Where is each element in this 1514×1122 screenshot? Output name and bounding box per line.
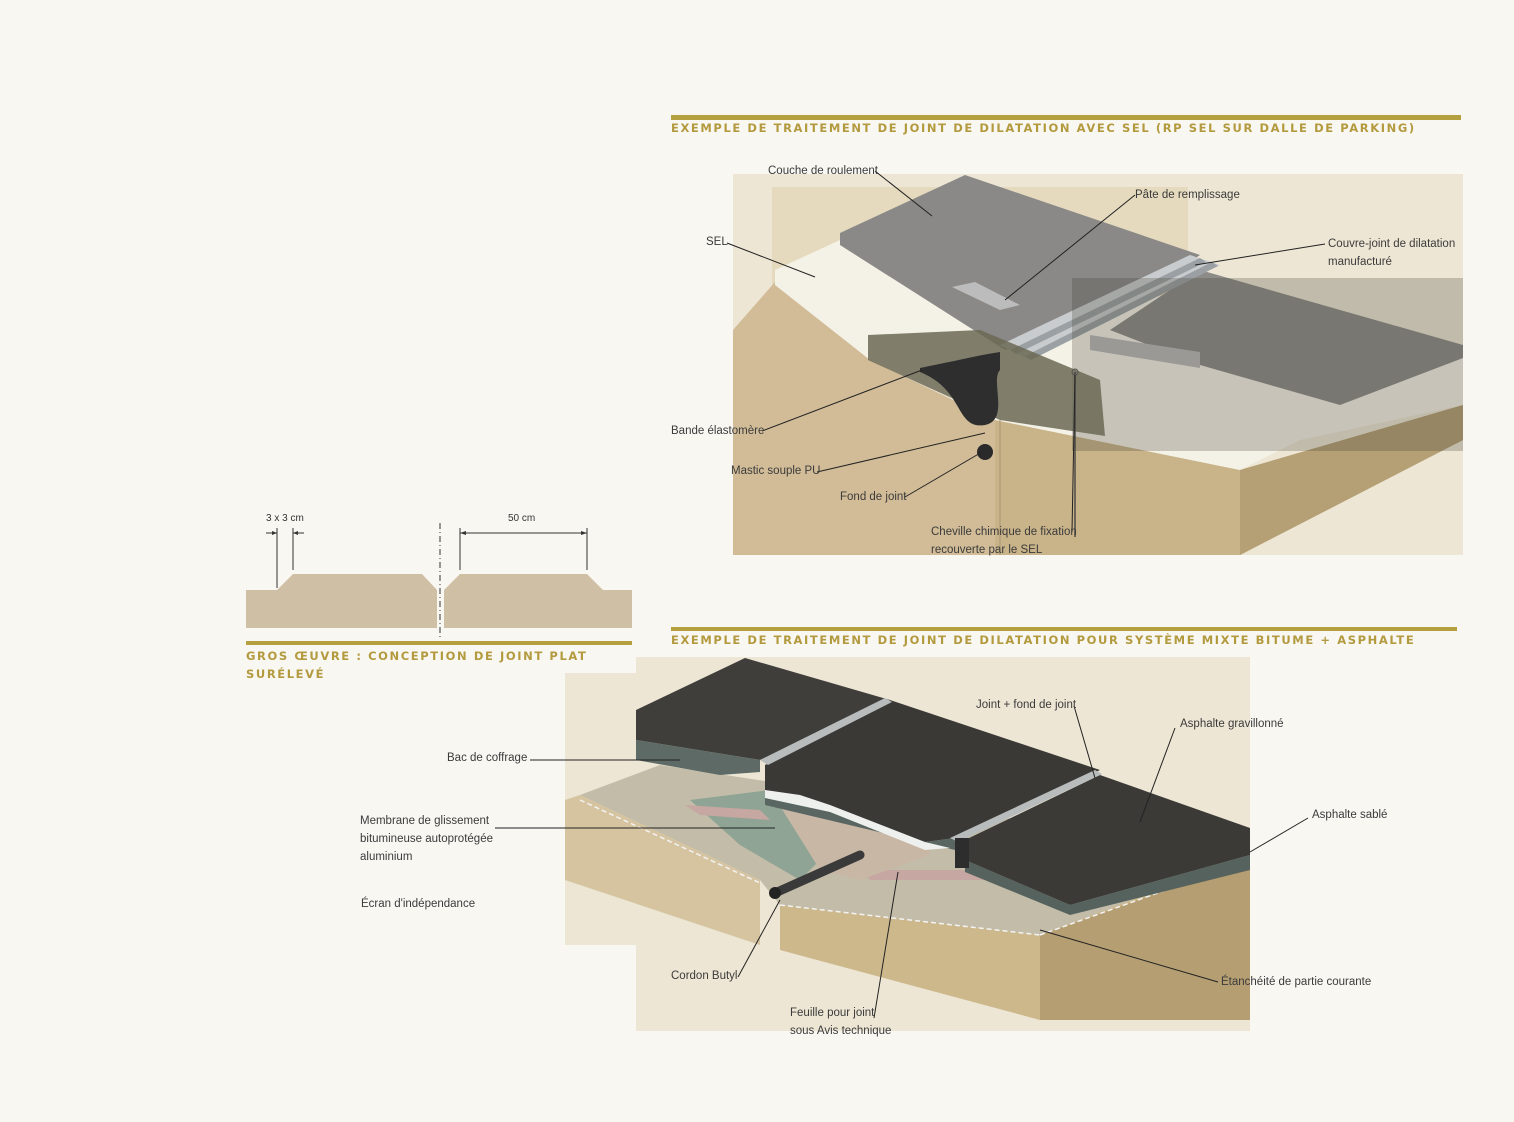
label-cheville: Cheville chimique de fixation recouverte…	[931, 523, 1077, 559]
label-membrane: Membrane de glissement bitumineuse autop…	[360, 812, 493, 866]
label-couvre-joint-line1: Couvre-joint de dilatation	[1328, 238, 1456, 250]
label-cheville-line1: Cheville chimique de fixation	[931, 526, 1077, 538]
label-fond-de-joint: Fond de joint	[840, 491, 907, 503]
label-mastic-souple: Mastic souple PU	[731, 465, 821, 477]
label-membrane-line3: aluminium	[360, 851, 413, 863]
top-section-title: EXEMPLE DE TRAITEMENT DE JOINT DE DILATA…	[671, 121, 1416, 135]
label-cheville-line2: recouverte par le SEL	[931, 544, 1043, 556]
label-ecran: Écran d'indépendance	[361, 898, 476, 910]
label-couvre-joint: Couvre-joint de dilatation manufacturé	[1328, 235, 1455, 271]
label-membrane-line2: bitumineuse autoprotégée	[360, 833, 493, 845]
label-membrane-line1: Membrane de glissement	[360, 815, 490, 827]
bottom-section-rule	[671, 627, 1457, 631]
label-couche-de-roulement: Couche de roulement	[768, 165, 878, 177]
label-asphalte-sable: Asphalte sablé	[1312, 809, 1388, 821]
left-section-rule	[246, 641, 632, 645]
top-section-rule	[671, 115, 1461, 120]
label-pate-de-remplissage: Pâte de remplissage	[1135, 189, 1240, 201]
label-joint-fond: Joint + fond de joint	[976, 699, 1077, 711]
left-section-title: GROS ŒUVRE : CONCEPTION DE JOINT PLAT SU…	[246, 649, 588, 681]
label-feuille: Feuille pour joint sous Avis technique	[790, 1004, 891, 1040]
label-feuille-line2: sous Avis technique	[790, 1025, 892, 1037]
label-bac-de-coffrage: Bac de coffrage	[447, 752, 528, 764]
dimension-small: 3 x 3 cm	[266, 513, 304, 524]
label-cordon-butyl: Cordon Butyl	[671, 970, 738, 982]
label-asphalte-gravillonne: Asphalte gravillonné	[1180, 718, 1284, 730]
label-bande-elastomere: Bande élastomère	[671, 425, 765, 437]
label-sel: SEL	[706, 236, 728, 248]
dimension-large: 50 cm	[508, 513, 536, 524]
label-etancheite: Étanchéité de partie courante	[1221, 976, 1372, 988]
bottom-section-title: EXEMPLE DE TRAITEMENT DE JOINT DE DILATA…	[671, 633, 1416, 647]
label-couvre-joint-line2: manufacturé	[1328, 256, 1392, 268]
label-feuille-line1: Feuille pour joint	[790, 1007, 875, 1019]
